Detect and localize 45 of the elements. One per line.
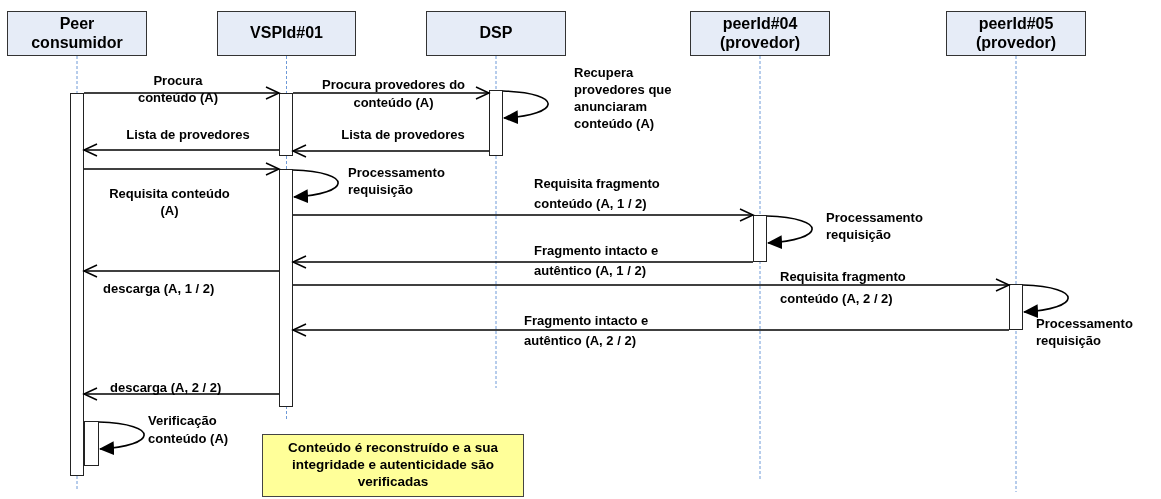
self-message-arrow <box>502 90 549 124</box>
edge-label: Lista de provedores <box>340 126 466 143</box>
edge-label: Fragmento intacto e autêntico (A, 1 / 2) <box>534 242 660 280</box>
edge-label: Recupera provedores que anunciaram conteúdo (A) <box>574 64 673 132</box>
edge-label: Processamento requisição <box>1036 315 1134 349</box>
message-arrow <box>83 143 280 157</box>
lifeline-header: DSP <box>426 11 566 56</box>
message-arrow <box>83 387 280 401</box>
lifeline-header: Peer consumidor <box>7 11 147 56</box>
self-message-arrow <box>98 421 145 455</box>
edge-label: Requisita fragmento conteúdo (A, 2 / 2) <box>780 268 907 308</box>
edge-label: Requisita fragmento conteúdo (A, 1 / 2) <box>534 175 661 213</box>
message-arrow <box>292 208 754 222</box>
edge-label: Fragmento intacto e autêntico (A, 2 / 2) <box>524 312 650 350</box>
note-box: Conteúdo é reconstruído e a sua integridade e autenticidade são verificadas <box>262 434 524 497</box>
edge-label: Processamento requisição <box>348 164 446 198</box>
message-arrow <box>292 86 490 100</box>
message-arrow <box>83 264 280 278</box>
activation-bar <box>279 169 293 407</box>
self-message-arrow <box>1022 284 1069 318</box>
activation-bar <box>70 93 84 476</box>
self-message-arrow <box>292 169 339 203</box>
edge-label: Requisita conteúdo (A) <box>108 185 231 219</box>
activation-bar <box>1009 284 1023 330</box>
message-arrow <box>292 144 490 158</box>
message-arrow <box>292 323 1010 337</box>
lifeline-header: VSPId#01 <box>217 11 356 56</box>
lifeline-header: peerId#05 (provedor) <box>946 11 1086 56</box>
edge-label: Procura provedores do conteúdo (A) <box>320 76 466 112</box>
activation-bar <box>753 215 767 262</box>
activation-bar <box>279 93 293 156</box>
activation-bar <box>84 421 99 466</box>
activation-bar <box>489 90 503 156</box>
message-arrow <box>83 162 280 176</box>
edge-label: descarga (A, 2 / 2) <box>110 379 223 396</box>
edge-label: Procura conteúdo (A) <box>136 72 220 106</box>
lifeline-header: peerId#04 (provedor) <box>690 11 830 56</box>
message-arrow <box>292 278 1010 292</box>
edge-label: Processamento requisição <box>826 209 924 243</box>
message-arrow <box>292 255 754 269</box>
edge-label: descarga (A, 1 / 2) <box>103 280 216 297</box>
message-arrow <box>83 86 280 100</box>
edge-label: Verificação conteúdo (A) <box>148 412 230 448</box>
self-message-arrow <box>766 215 813 249</box>
edge-label: Lista de provedores <box>125 126 251 143</box>
